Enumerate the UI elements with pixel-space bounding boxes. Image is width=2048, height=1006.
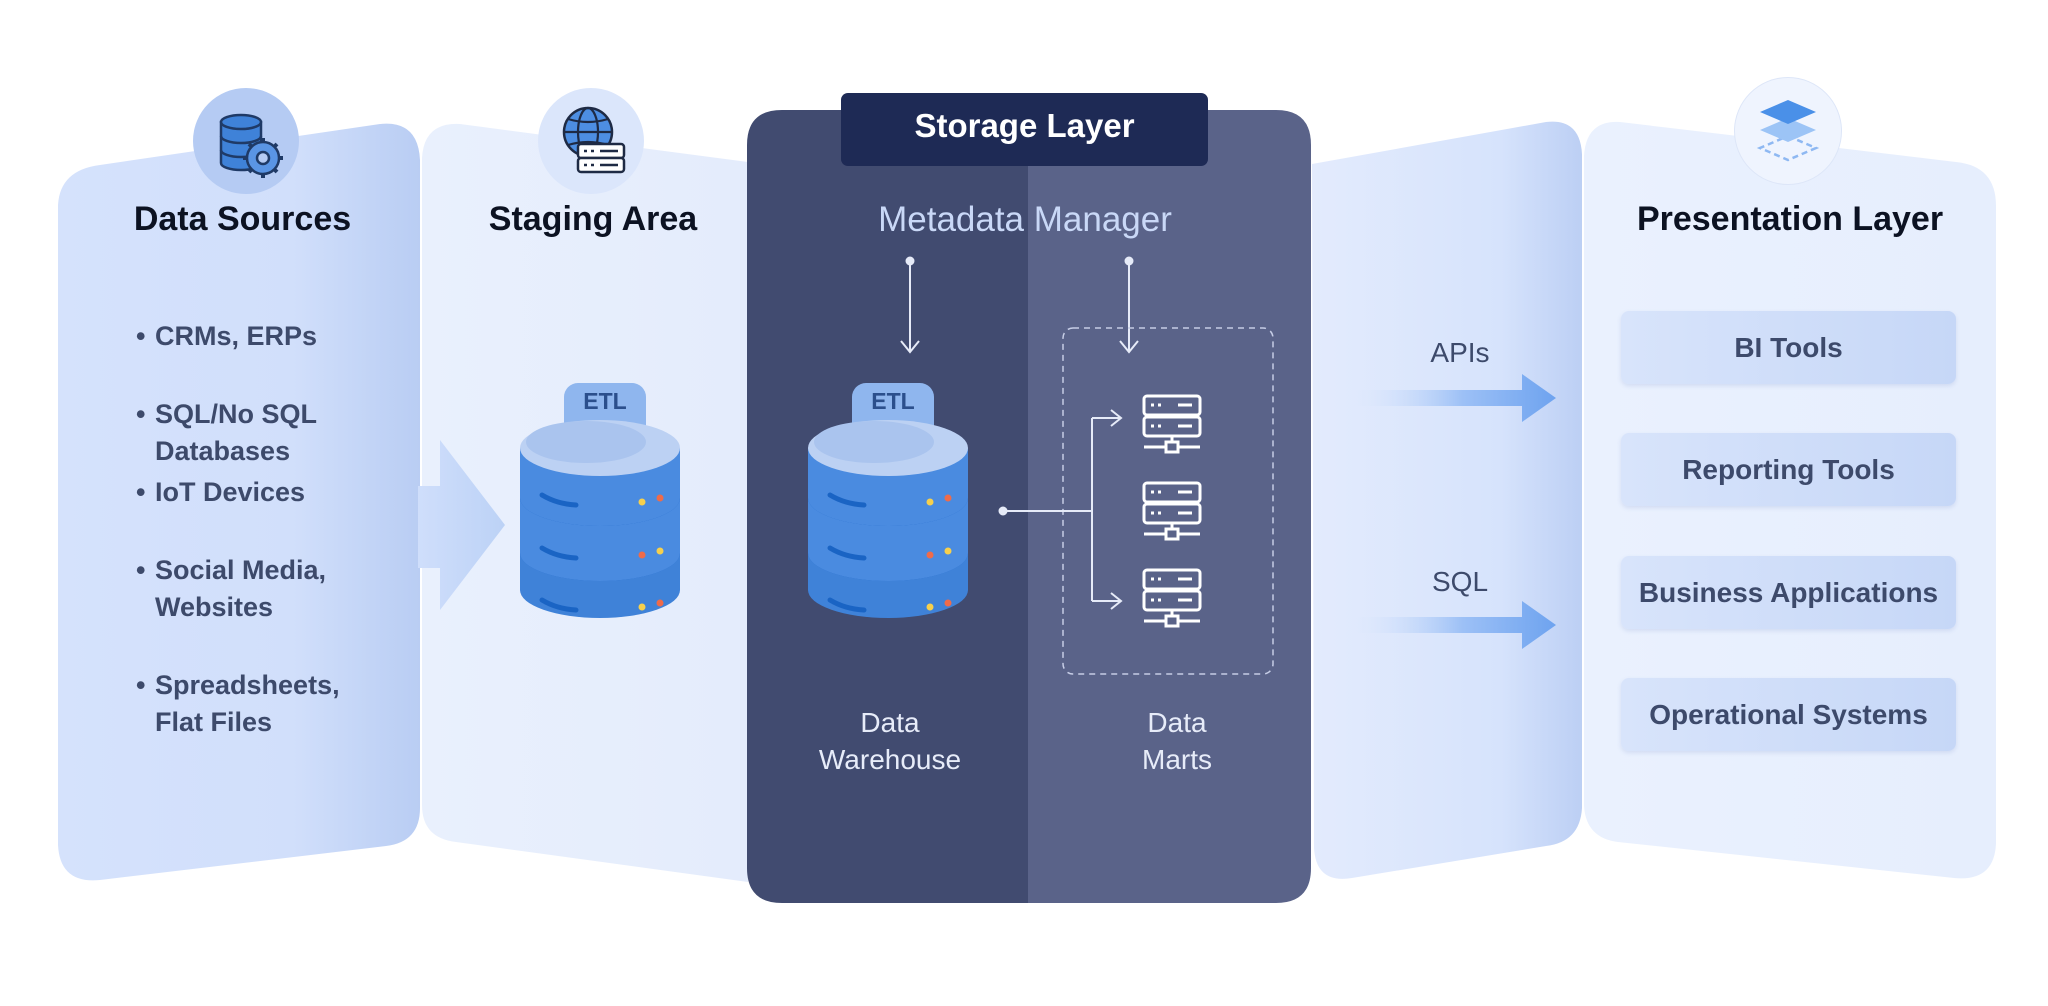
presentation-layer-title: Presentation Layer bbox=[1636, 200, 1944, 238]
warehouse-etl-label: ETL bbox=[871, 388, 915, 414]
server-icon bbox=[1142, 394, 1202, 454]
metadata-manager-label: Metadata Manager bbox=[878, 200, 1172, 239]
storage-marts-section bbox=[1028, 110, 1311, 903]
apis-arrow bbox=[1350, 374, 1556, 422]
layers-icon bbox=[1735, 78, 1841, 184]
apis-label: APIs bbox=[1430, 337, 1490, 368]
warehouse-database-icon bbox=[808, 383, 968, 618]
list-item: •Social Media,Websites bbox=[136, 555, 327, 622]
data-sources-panel bbox=[58, 123, 420, 881]
operational-systems-box: Operational Systems bbox=[1621, 678, 1956, 751]
server-icon bbox=[1142, 481, 1202, 541]
globe-server-icon bbox=[538, 88, 644, 194]
staging-database-icon bbox=[520, 383, 680, 618]
sql-arrow bbox=[1350, 601, 1556, 649]
database-gear-icon bbox=[193, 88, 299, 194]
list-item: •CRMs, ERPs bbox=[136, 321, 318, 351]
business-applications-box: Business Applications bbox=[1621, 556, 1956, 629]
storage-layer-header-box bbox=[841, 93, 1208, 166]
storage-layer-title: Storage Layer bbox=[914, 107, 1135, 144]
sql-label: SQL bbox=[1431, 566, 1489, 597]
list-item: •Spreadsheets,Flat Files bbox=[136, 670, 340, 737]
flow-arrow-large bbox=[418, 440, 505, 610]
reporting-tools-box: Reporting Tools bbox=[1621, 433, 1956, 506]
warehouse-to-marts-connector bbox=[998, 409, 1123, 610]
data-sources-title: Data Sources bbox=[133, 200, 352, 238]
data-marts-box bbox=[1062, 327, 1274, 675]
interfaces-panel bbox=[1312, 121, 1582, 879]
staging-etl-label: ETL bbox=[583, 388, 627, 414]
metadata-arrows bbox=[900, 256, 1139, 354]
list-item: •IoT Devices bbox=[136, 477, 306, 507]
server-icon bbox=[1142, 568, 1202, 628]
bi-tools-box: BI Tools bbox=[1621, 311, 1956, 384]
staging-area-title: Staging Area bbox=[488, 200, 698, 238]
